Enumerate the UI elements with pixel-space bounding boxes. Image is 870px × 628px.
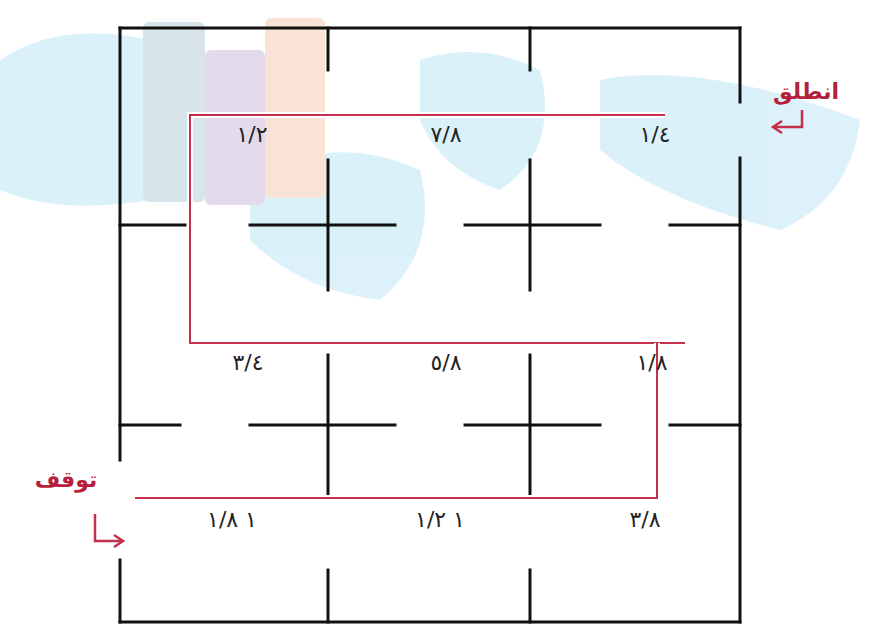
watermark-shape: [0, 33, 150, 205]
fraction-value: ٧/٨: [430, 123, 461, 147]
fraction-value: ١/٤: [639, 123, 670, 147]
watermark-shape: [420, 52, 545, 190]
fraction-value: ١ ١/٢: [415, 508, 465, 532]
pointer-arrow: [95, 110, 802, 547]
fraction-value: ١/٨: [636, 351, 667, 375]
watermark: [0, 18, 860, 300]
maze-walls: [120, 28, 740, 622]
fraction-value: ٣/٨: [629, 508, 660, 532]
solution-path: [135, 115, 685, 498]
fraction-value: ١ ١/٨: [207, 508, 257, 532]
watermark-shape: [600, 75, 860, 230]
direction-word: توقف: [35, 468, 98, 492]
direction-word: انطلق: [773, 80, 839, 104]
fraction-value: ٣/٤: [232, 351, 263, 375]
watermark-pencil: [265, 18, 325, 198]
fraction-value: ١/٢: [236, 123, 267, 147]
fraction-value: ٥/٨: [430, 351, 461, 375]
